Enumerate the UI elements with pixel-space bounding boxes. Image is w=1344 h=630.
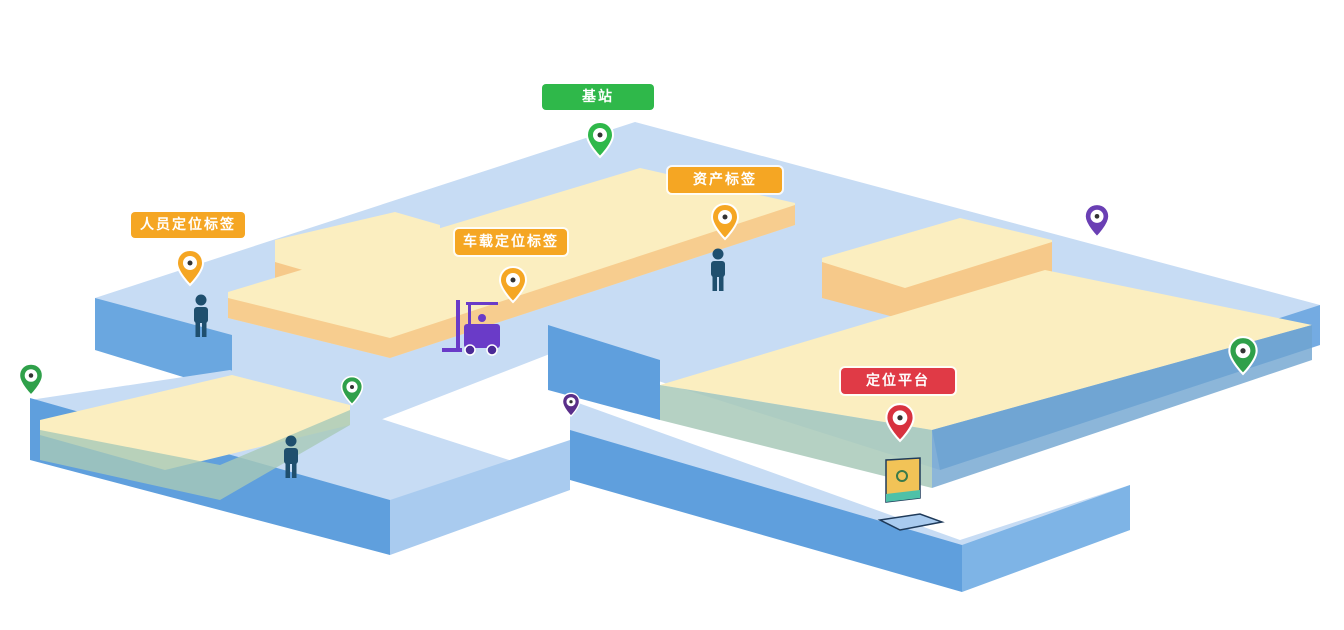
purple-pin-right[interactable] (1083, 203, 1111, 238)
shelf-block-center-long (228, 168, 795, 358)
personnel-tag-label: 人员定位标签 (131, 212, 245, 238)
shelf-block-right-top (822, 218, 1052, 320)
laptop-icon (877, 457, 945, 531)
vehicle-tag-label: 车载定位标签 (455, 229, 567, 255)
base-station-label: 基站 (542, 84, 654, 110)
shelf-block-right-large (660, 270, 1312, 488)
forklift-icon (442, 300, 500, 356)
asset-tag-label: 资产标签 (668, 167, 782, 193)
base-station-pin-left[interactable] (18, 362, 44, 397)
floor-front-right (570, 400, 1130, 592)
platform-label: 定位平台 (841, 368, 955, 394)
